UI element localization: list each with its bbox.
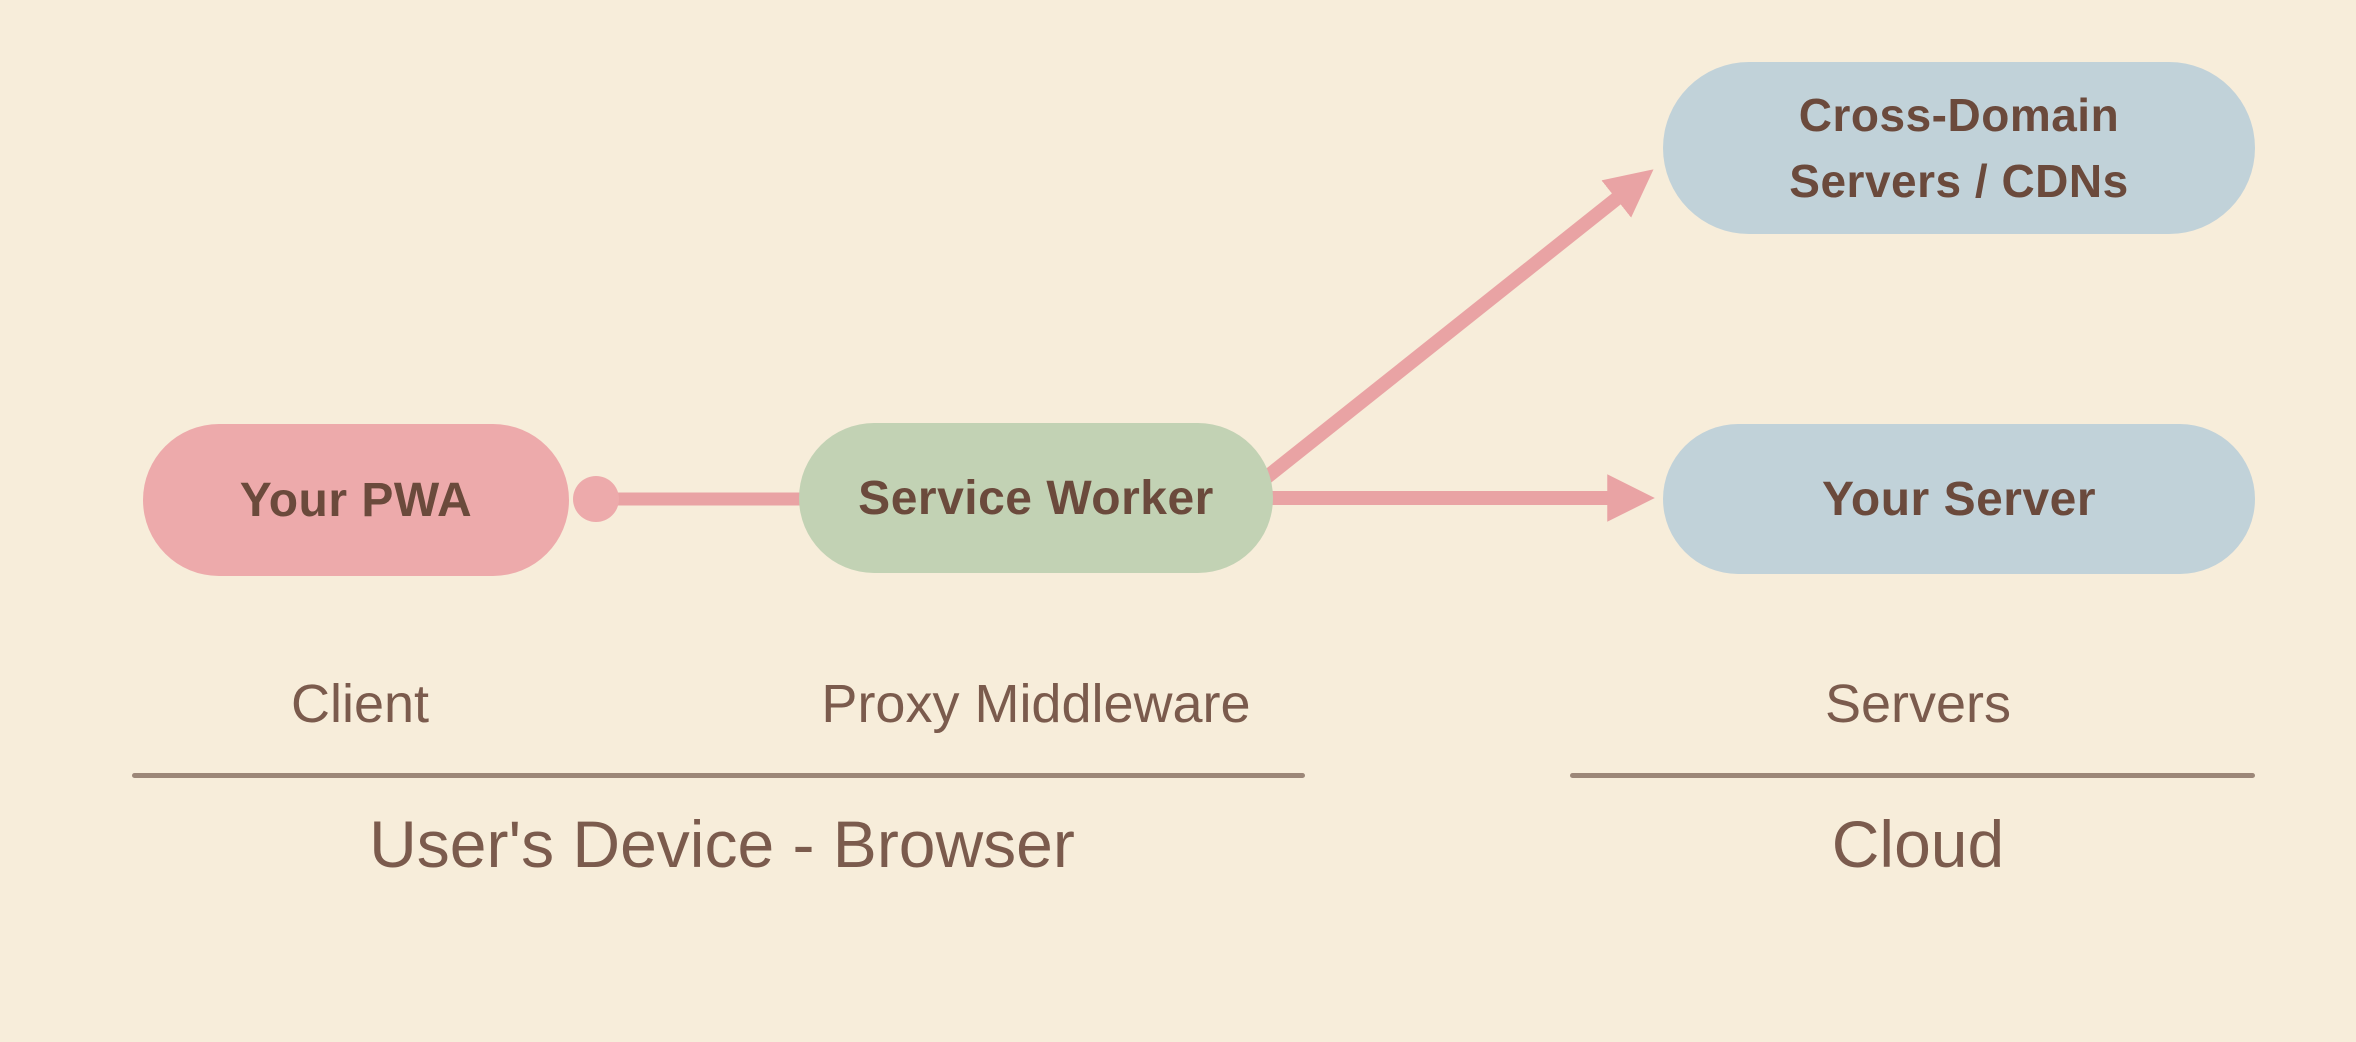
node-service-worker-label: Service Worker <box>858 471 1214 525</box>
node-your-server-label: Your Server <box>1821 472 2097 526</box>
role-label-client: Client <box>290 674 430 734</box>
section-title-users-device-browser: User's Device - Browser <box>369 807 1075 881</box>
role-label-proxy-middleware: Proxy Middleware <box>821 674 1251 734</box>
arrow-sw-to-cross-domain <box>1243 169 1654 498</box>
node-cross-domain-line1: Cross-Domain <box>1798 89 2120 141</box>
node-service-worker: Service Worker <box>799 423 1273 573</box>
divider-cloud <box>1570 773 2255 778</box>
node-your-pwa-label: Your PWA <box>239 473 473 527</box>
connector-dot <box>573 476 619 522</box>
node-cross-domain-line2: Servers / CDNs <box>1789 155 2129 207</box>
node-cross-domain-servers: Cross-Domain Servers / CDNs <box>1663 62 2255 234</box>
role-label-servers: Servers <box>1824 674 2012 734</box>
divider-user-device <box>132 773 1305 778</box>
node-your-server: Your Server <box>1663 424 2255 574</box>
node-your-pwa: Your PWA <box>143 424 569 576</box>
section-title-cloud: Cloud <box>1831 807 2005 881</box>
